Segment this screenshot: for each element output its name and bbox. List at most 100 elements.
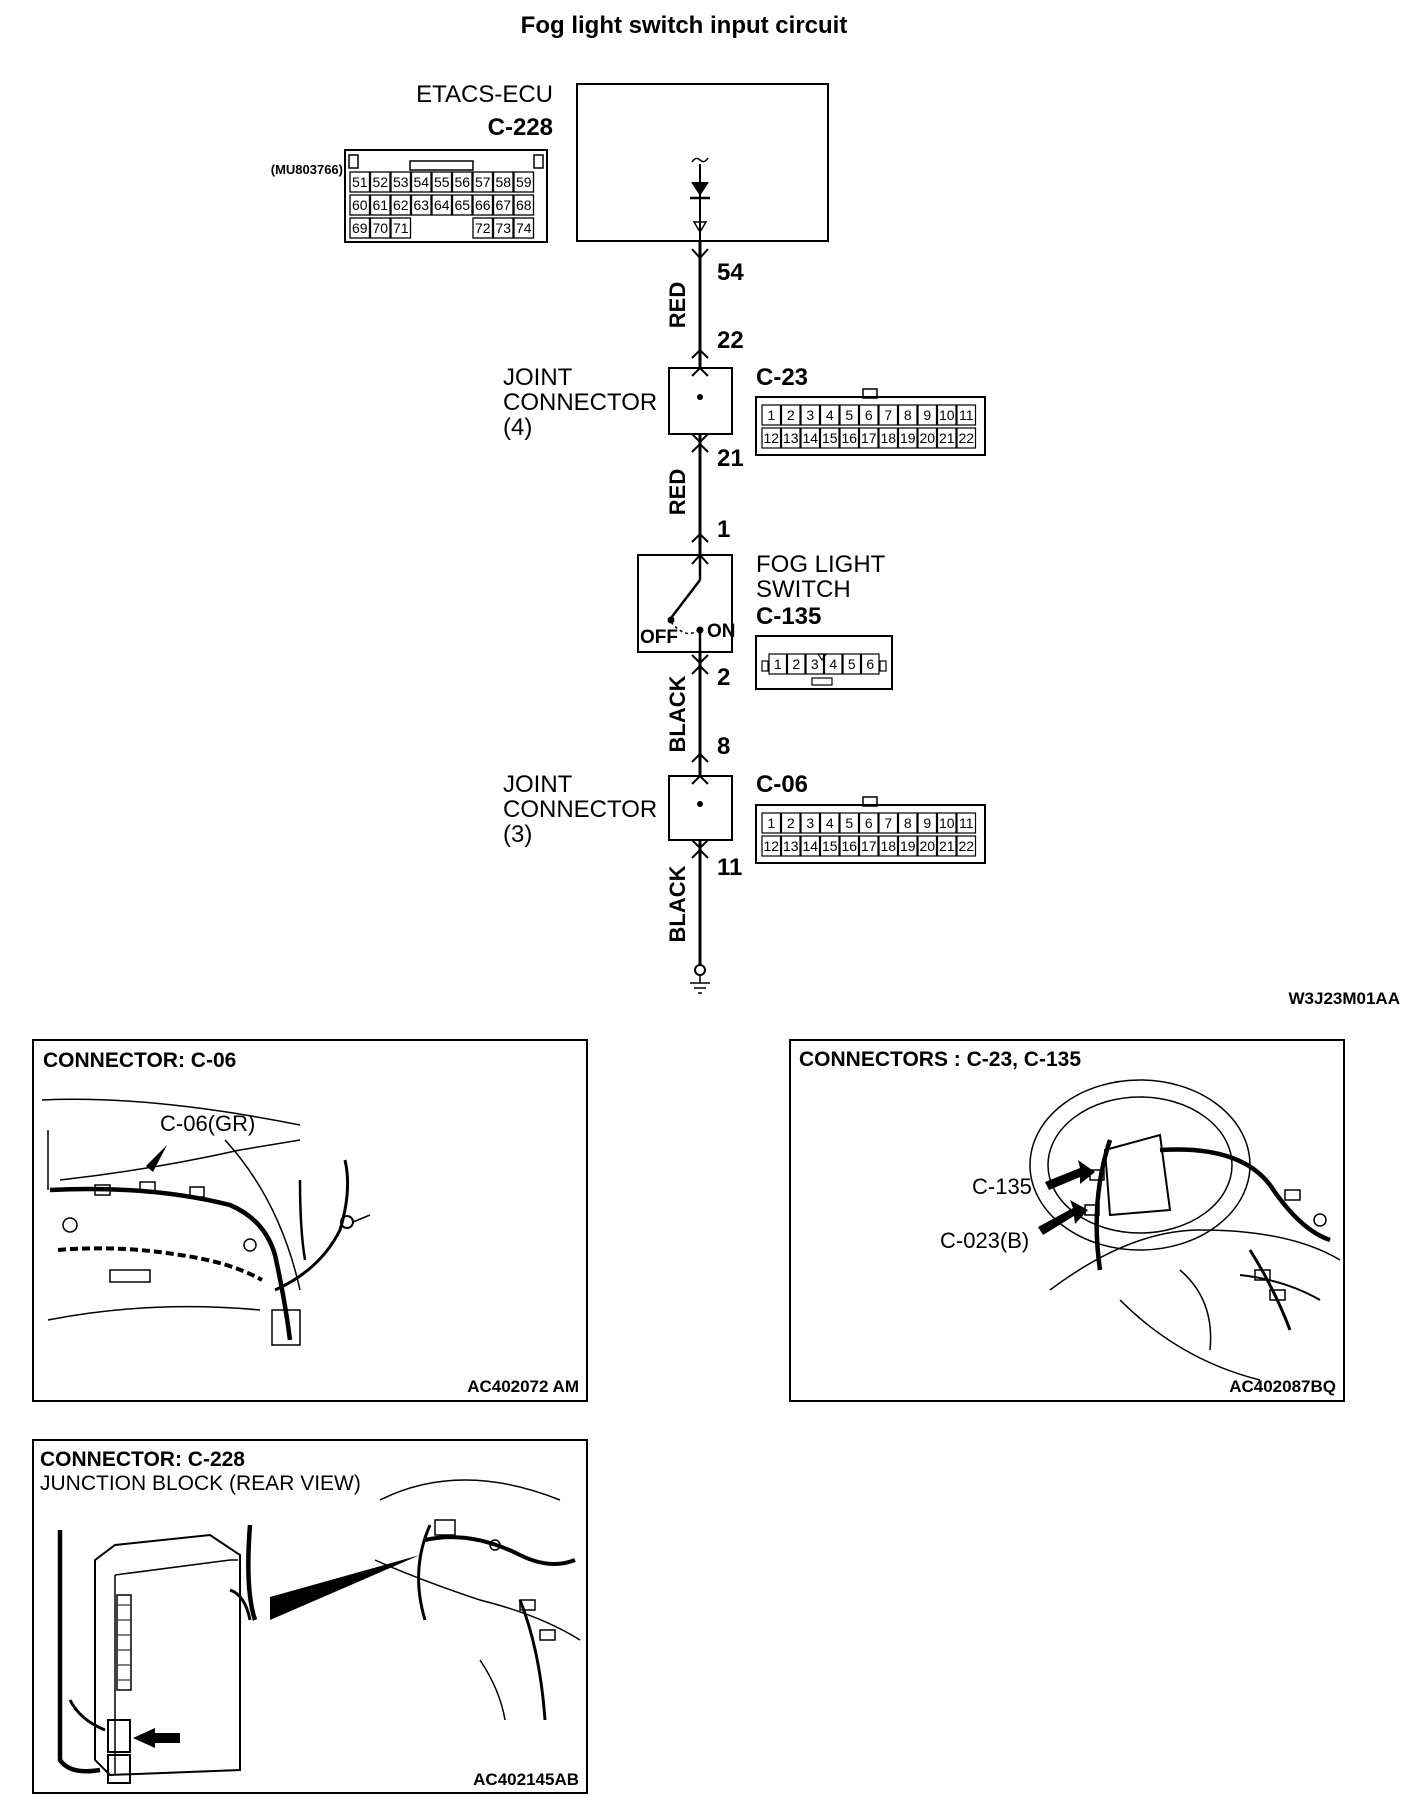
callout-arrow-icon bbox=[146, 1145, 167, 1172]
pin-cell-label: 7 bbox=[884, 407, 892, 423]
pin-1: 1 bbox=[717, 516, 730, 543]
pin-cell bbox=[492, 194, 514, 216]
pin-cell bbox=[897, 404, 918, 426]
pin-cell-label: 54 bbox=[413, 174, 429, 190]
pin-cell-label: 52 bbox=[372, 174, 388, 190]
pin-21: 21 bbox=[717, 445, 744, 472]
panel-c23-c135-title: CONNECTORS : C-23, C-135 bbox=[799, 1048, 1081, 1071]
pin-cell-label: 14 bbox=[802, 430, 818, 446]
pin-cell bbox=[805, 653, 825, 675]
pin-cell bbox=[472, 194, 494, 216]
pin-cell-label: 10 bbox=[939, 407, 955, 423]
pin-cell bbox=[823, 653, 843, 675]
pin-cell-label: 6 bbox=[865, 407, 873, 423]
pin-cell-label: 64 bbox=[434, 197, 450, 213]
pin-cell-label: 63 bbox=[413, 197, 429, 213]
pin-cell-label: 9 bbox=[923, 815, 931, 831]
pin-cell-label: 14 bbox=[802, 838, 818, 854]
pin-cell-label: 3 bbox=[806, 815, 814, 831]
pin-cell bbox=[472, 171, 494, 193]
pin-cell-label: 4 bbox=[826, 815, 834, 831]
pin-cell bbox=[858, 835, 879, 857]
pin-cell bbox=[349, 217, 371, 239]
pin-cell-label: 13 bbox=[783, 430, 799, 446]
pin-cell bbox=[800, 404, 821, 426]
pin-cell-label: 1 bbox=[767, 815, 775, 831]
pin-cell-label: 73 bbox=[495, 220, 511, 236]
pin-cell-label: 71 bbox=[393, 220, 409, 236]
pin-cell-label: 15 bbox=[822, 430, 838, 446]
pin-cell bbox=[878, 812, 899, 834]
pin-cell-label: 13 bbox=[783, 838, 799, 854]
pin-cell-label: 8 bbox=[904, 407, 912, 423]
pin-cell bbox=[768, 653, 788, 675]
pin-cell bbox=[390, 194, 412, 216]
etacs-ecu-label: ETACS-ECU bbox=[416, 81, 553, 108]
joint-connector-3-box bbox=[668, 775, 733, 841]
pin-cell bbox=[780, 404, 801, 426]
pin-cell bbox=[936, 812, 957, 834]
pin-cell-label: 69 bbox=[352, 220, 368, 236]
dashboard-wiring-illustration bbox=[41, 1098, 371, 1346]
etacs-part-number: (MU803766) bbox=[271, 162, 343, 177]
pin-cell bbox=[819, 427, 840, 449]
pin-cell bbox=[858, 404, 879, 426]
pin-cell bbox=[431, 171, 453, 193]
pin-cell bbox=[917, 427, 938, 449]
joint4-label-3: (4) bbox=[503, 414, 532, 441]
pin-cell-label: 70 bbox=[372, 220, 388, 236]
pin-cell bbox=[390, 171, 412, 193]
pin-cell-label: 12 bbox=[763, 430, 779, 446]
pin-cell-label: 60 bbox=[352, 197, 368, 213]
panel-c06-title: CONNECTOR: C-06 bbox=[43, 1049, 236, 1072]
pin-cell bbox=[839, 835, 860, 857]
pin-cell bbox=[780, 812, 801, 834]
wire-color-label: BLACK bbox=[665, 865, 690, 942]
diagram-title: Fog light switch input circuit bbox=[521, 12, 848, 39]
panel-c06-code: AC402072 AM bbox=[467, 1377, 579, 1396]
callout-arrow-icon bbox=[1045, 1160, 1095, 1190]
pin-cell bbox=[819, 404, 840, 426]
connector-key bbox=[862, 388, 878, 399]
pin-cell-label: 17 bbox=[861, 838, 877, 854]
pin-cell-label: 19 bbox=[900, 838, 916, 854]
pin-cell-label: 18 bbox=[880, 838, 896, 854]
panel-c228-subtitle: JUNCTION BLOCK (REAR VIEW) bbox=[40, 1472, 361, 1495]
pin-cell bbox=[369, 217, 391, 239]
pin-cell-label: 3 bbox=[811, 656, 819, 672]
pin-cell-label: 15 bbox=[822, 838, 838, 854]
pin-cell-label: 16 bbox=[841, 430, 857, 446]
pin-cell bbox=[369, 194, 391, 216]
pin-cell bbox=[369, 171, 391, 193]
pin-11: 11 bbox=[717, 854, 742, 881]
pin-cell-label: 9 bbox=[923, 407, 931, 423]
diagram-code: W3J23M01AA bbox=[1289, 989, 1401, 1008]
pin-cell bbox=[761, 835, 782, 857]
pin-cell-label: 67 bbox=[495, 197, 511, 213]
pin-cell bbox=[936, 404, 957, 426]
connector-outline bbox=[755, 804, 986, 864]
pin-cell bbox=[513, 194, 535, 216]
pin-cell-label: 20 bbox=[919, 430, 935, 446]
pin-cell bbox=[513, 171, 535, 193]
pin-cell bbox=[819, 835, 840, 857]
pin-cell bbox=[451, 194, 473, 216]
wire-color-label: RED bbox=[665, 469, 690, 515]
connector-latch bbox=[879, 660, 887, 672]
pin-cell bbox=[917, 835, 938, 857]
joint-connector-4-box bbox=[668, 367, 733, 435]
connector-outline bbox=[755, 635, 893, 690]
pin-cell-label: 21 bbox=[939, 430, 955, 446]
joint4-label-1: JOINT bbox=[503, 364, 573, 391]
pin-cell bbox=[878, 427, 899, 449]
pin-cell bbox=[858, 427, 879, 449]
panel-c135-callout: C-135 bbox=[972, 1174, 1032, 1199]
switch-contact-icon bbox=[667, 555, 704, 652]
pin-cell bbox=[349, 171, 371, 193]
pin-54: 54 bbox=[717, 259, 744, 286]
pin-cell bbox=[897, 427, 918, 449]
fog-switch-label-2: SWITCH bbox=[756, 576, 851, 603]
